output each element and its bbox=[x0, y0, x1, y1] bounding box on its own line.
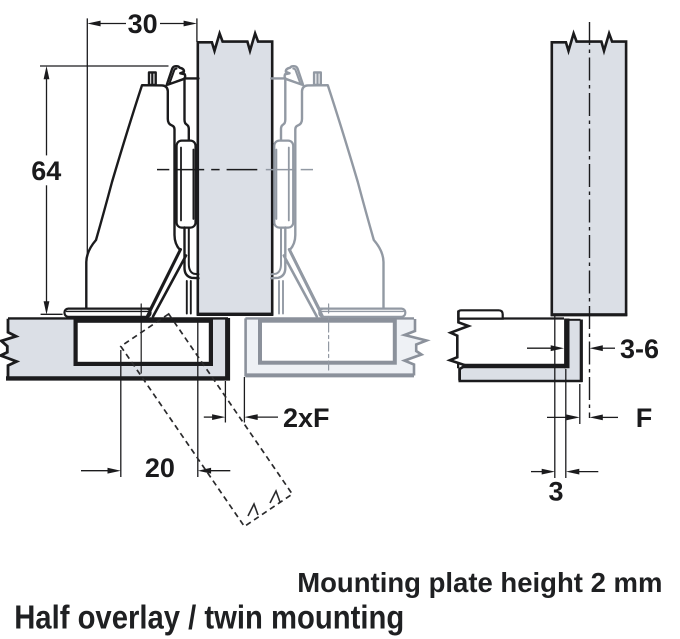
svg-text:2xF: 2xF bbox=[283, 403, 330, 433]
svg-text:3-6: 3-6 bbox=[620, 334, 659, 364]
svg-text:30: 30 bbox=[128, 9, 158, 39]
svg-text:Mounting plate height 2 mm: Mounting plate height 2 mm bbox=[297, 567, 662, 598]
svg-text:3: 3 bbox=[548, 477, 563, 507]
svg-text:F: F bbox=[636, 403, 653, 433]
svg-text:64: 64 bbox=[31, 156, 61, 186]
svg-text:Half overlay / twin mounting: Half overlay / twin mounting bbox=[14, 598, 404, 635]
svg-text:20: 20 bbox=[145, 453, 175, 483]
